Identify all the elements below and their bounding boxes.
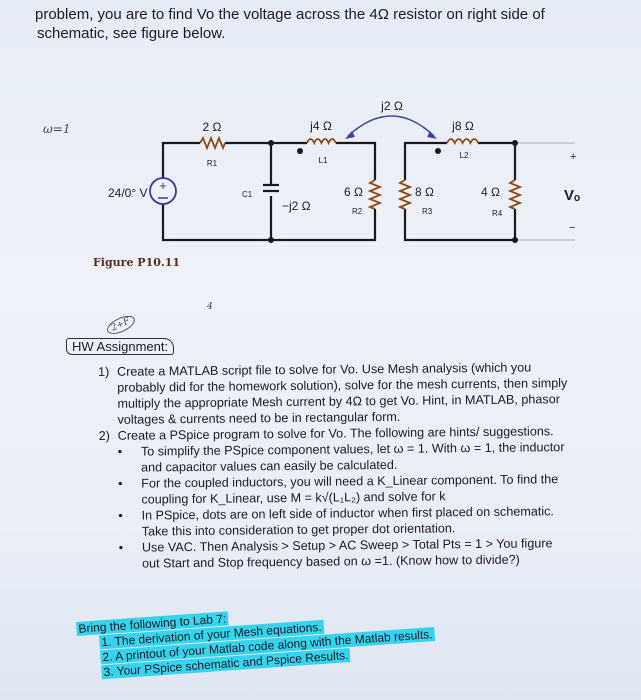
wire (161, 204, 377, 242)
margin-mark: 4 (207, 302, 213, 312)
r2-value: 6 Ω (344, 185, 363, 199)
bring-to-lab-section: Bring the following to Lab 7: 1. The der… (76, 597, 436, 682)
resistor-r2 (367, 179, 383, 210)
c1-value: −j2 Ω (282, 199, 311, 213)
resistor-r1 (199, 135, 226, 151)
vo-plus: + (570, 151, 576, 163)
vo-label: Vₒ (564, 187, 580, 204)
omega-note: ω=1 (43, 122, 71, 136)
r4-name: R4 (492, 209, 503, 218)
l1-value: j4 Ω (309, 119, 332, 133)
l1-name: L1 (319, 156, 328, 165)
inductor-l2 (446, 138, 480, 146)
intro-line-1: problem, you are to find Vo the voltage … (35, 6, 545, 23)
wire (161, 141, 200, 178)
source-label: 24/0° V (108, 186, 148, 200)
r1-value: 2 Ω (203, 120, 222, 134)
hw-assignment-heading: HW Assignment: (66, 338, 175, 355)
dot-l1 (297, 148, 303, 154)
mutual-value: j2 Ω (380, 99, 403, 113)
r1-name: R1 (207, 159, 218, 168)
assignment-list: 1)Create a MATLAB script file to solve f… (98, 359, 620, 572)
intro-line-2: schematic, see figure below. (37, 25, 226, 42)
c1-name: C1 (242, 190, 253, 199)
dot-l2 (435, 148, 441, 154)
r3-value: 8 Ω (415, 185, 434, 199)
item-number: 2) (98, 428, 111, 443)
item-number: 1) (98, 364, 110, 379)
circuit-schematic: + 24/0° V 2 Ω R1 j4 Ω L1 j2 Ω j8 Ω L2 C1… (108, 99, 580, 243)
svg-text:+: + (159, 178, 167, 193)
figure-caption: Figure P10.11 (93, 256, 181, 269)
resistor-r4 (507, 179, 523, 210)
r2-name: R2 (352, 207, 363, 216)
r4-value: 4 Ω (481, 185, 500, 199)
resistor-r3 (397, 179, 413, 210)
l2-value: j8 Ω (451, 119, 474, 133)
voltage-source-icon (149, 177, 177, 205)
circled-note: 2+F (104, 312, 138, 338)
l2-name: L2 (460, 151, 469, 160)
vo-minus: − (569, 222, 575, 234)
inductor-l1 (306, 138, 337, 146)
mutual-coupling-arrow (347, 115, 435, 137)
r3-name: R3 (422, 207, 433, 216)
